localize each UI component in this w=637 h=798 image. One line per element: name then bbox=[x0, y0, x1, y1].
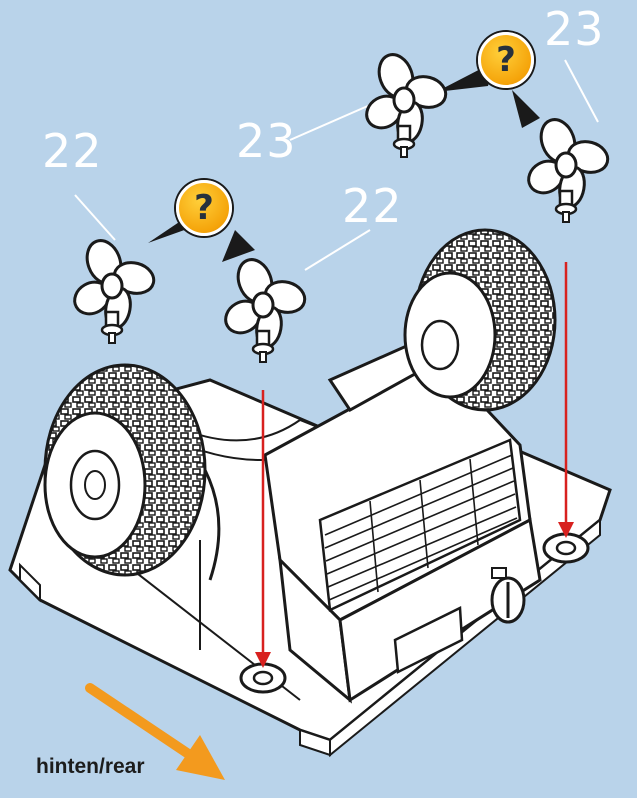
part-number-22-right: 22 bbox=[342, 183, 403, 229]
mount-hole-right bbox=[544, 534, 588, 562]
part-number-23-right: 23 bbox=[544, 6, 605, 52]
direction-label: hinten/rear bbox=[36, 755, 145, 779]
part-number-22-left: 22 bbox=[42, 128, 103, 174]
propeller-23-right bbox=[523, 115, 611, 222]
question-mark-icon: ? bbox=[176, 180, 232, 236]
engine-block bbox=[265, 360, 540, 700]
leader-lines bbox=[75, 60, 598, 270]
question-mark-icon: ? bbox=[478, 32, 534, 88]
propeller-22-left bbox=[69, 236, 157, 343]
propeller-22-right bbox=[220, 255, 308, 362]
mount-hole-left bbox=[241, 664, 285, 692]
right-wheel bbox=[405, 230, 555, 410]
propeller-23-left bbox=[361, 50, 449, 157]
part-number-23-left: 23 bbox=[236, 118, 297, 164]
